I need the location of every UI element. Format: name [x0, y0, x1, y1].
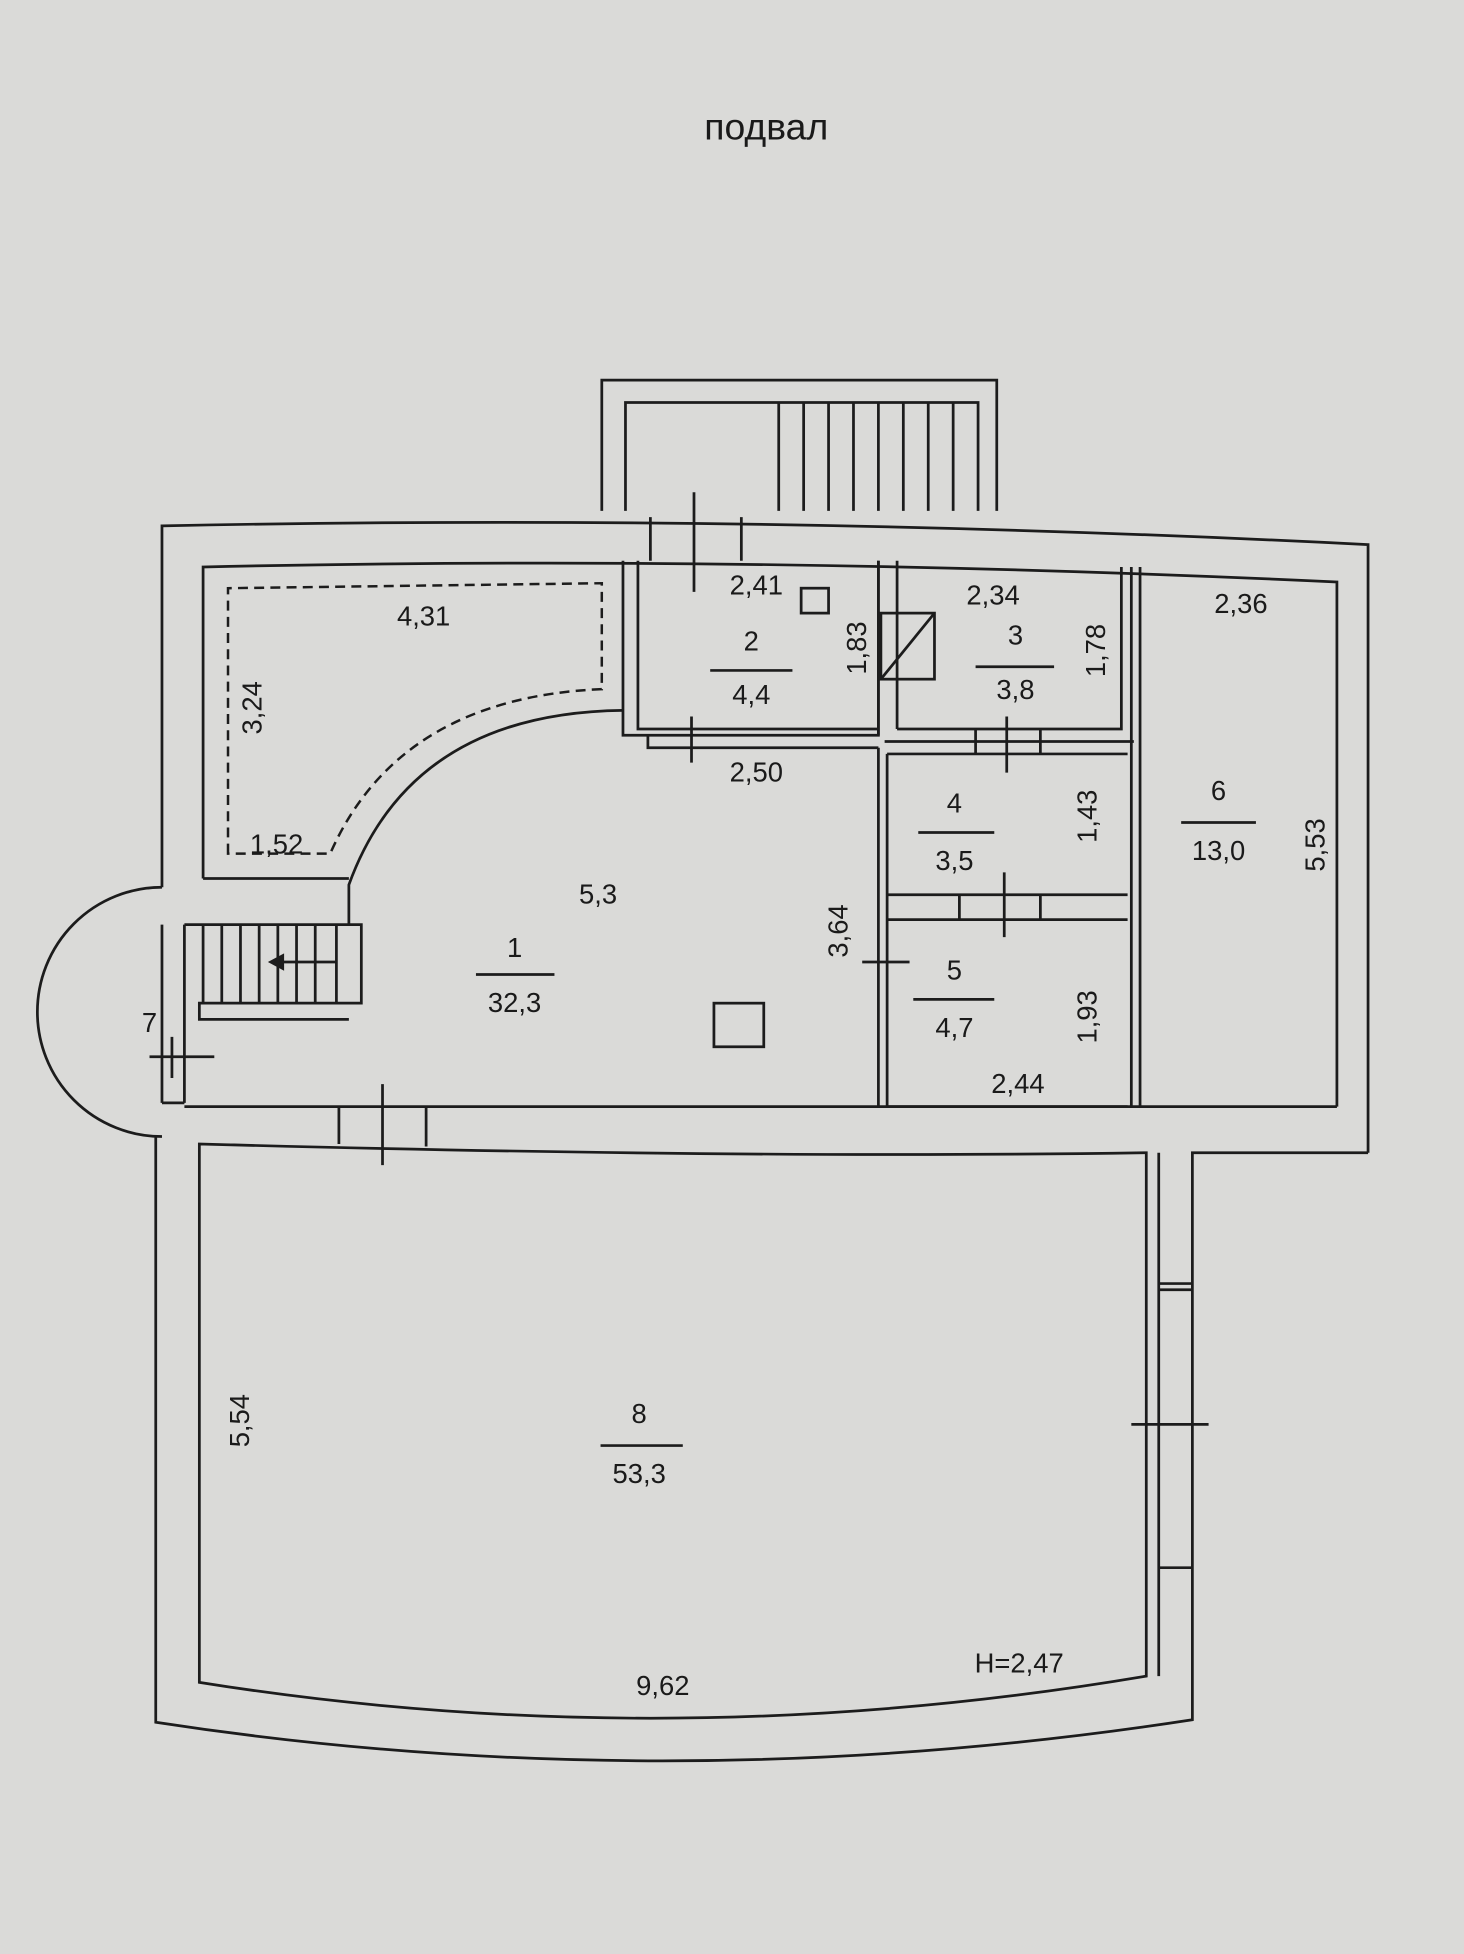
dashed-outline	[226, 581, 604, 855]
dim-5-54: 5,54	[224, 1394, 255, 1447]
dim-9-62: 9,62	[636, 1670, 689, 1701]
room-2-area: 4,4	[732, 679, 770, 710]
room-3-number: 3	[1008, 619, 1023, 650]
rooms-4-5	[862, 716, 1134, 1108]
room-3	[897, 567, 1142, 1107]
dim-2-50: 2,50	[730, 756, 783, 787]
room-2-number: 2	[744, 626, 759, 657]
dim-5-3: 5,3	[579, 878, 617, 909]
column	[712, 1001, 766, 1049]
room-3-area: 3,8	[996, 674, 1034, 705]
room-2	[621, 560, 936, 763]
dim-1-78: 1,78	[1080, 624, 1111, 677]
interior-stair	[184, 923, 363, 1021]
dim-3-64: 3,64	[822, 904, 853, 957]
room-7-number: 7	[142, 1007, 157, 1038]
curved-wall	[203, 708, 623, 925]
room-4-area: 3,5	[935, 845, 973, 876]
room-8-area: 53,3	[613, 1458, 666, 1489]
room-5-area: 4,7	[935, 1012, 973, 1043]
room-5-number: 5	[947, 954, 962, 985]
outer-walls	[36, 520, 1370, 1763]
dim-4-31: 4,31	[397, 601, 450, 632]
ceiling-height: H=2,47	[975, 1647, 1064, 1678]
dim-1-93: 1,93	[1071, 990, 1102, 1043]
room-6-area: 13,0	[1192, 835, 1245, 866]
dim-3-24: 3,24	[237, 681, 268, 734]
room-1-area: 32,3	[488, 987, 541, 1018]
dim-2-34: 2,34	[966, 579, 1019, 610]
dim-1-83: 1,83	[841, 621, 872, 674]
entrance-stair	[600, 378, 999, 511]
plan-title: подвал	[704, 106, 828, 148]
room-1-number: 1	[507, 932, 522, 963]
dim-2-44: 2,44	[991, 1068, 1044, 1099]
door-top	[649, 492, 743, 592]
dim-5-53: 5,53	[1299, 818, 1330, 871]
dim-2-41: 2,41	[730, 569, 783, 600]
room-4-number: 4	[947, 788, 962, 819]
dim-2-36: 2,36	[1214, 588, 1267, 619]
dim-1-52: 1,52	[250, 829, 303, 860]
room-6-number: 6	[1211, 775, 1226, 806]
dim-1-43: 1,43	[1071, 790, 1102, 843]
fraction-lines	[475, 665, 1256, 1447]
room-8-number: 8	[632, 1398, 647, 1429]
